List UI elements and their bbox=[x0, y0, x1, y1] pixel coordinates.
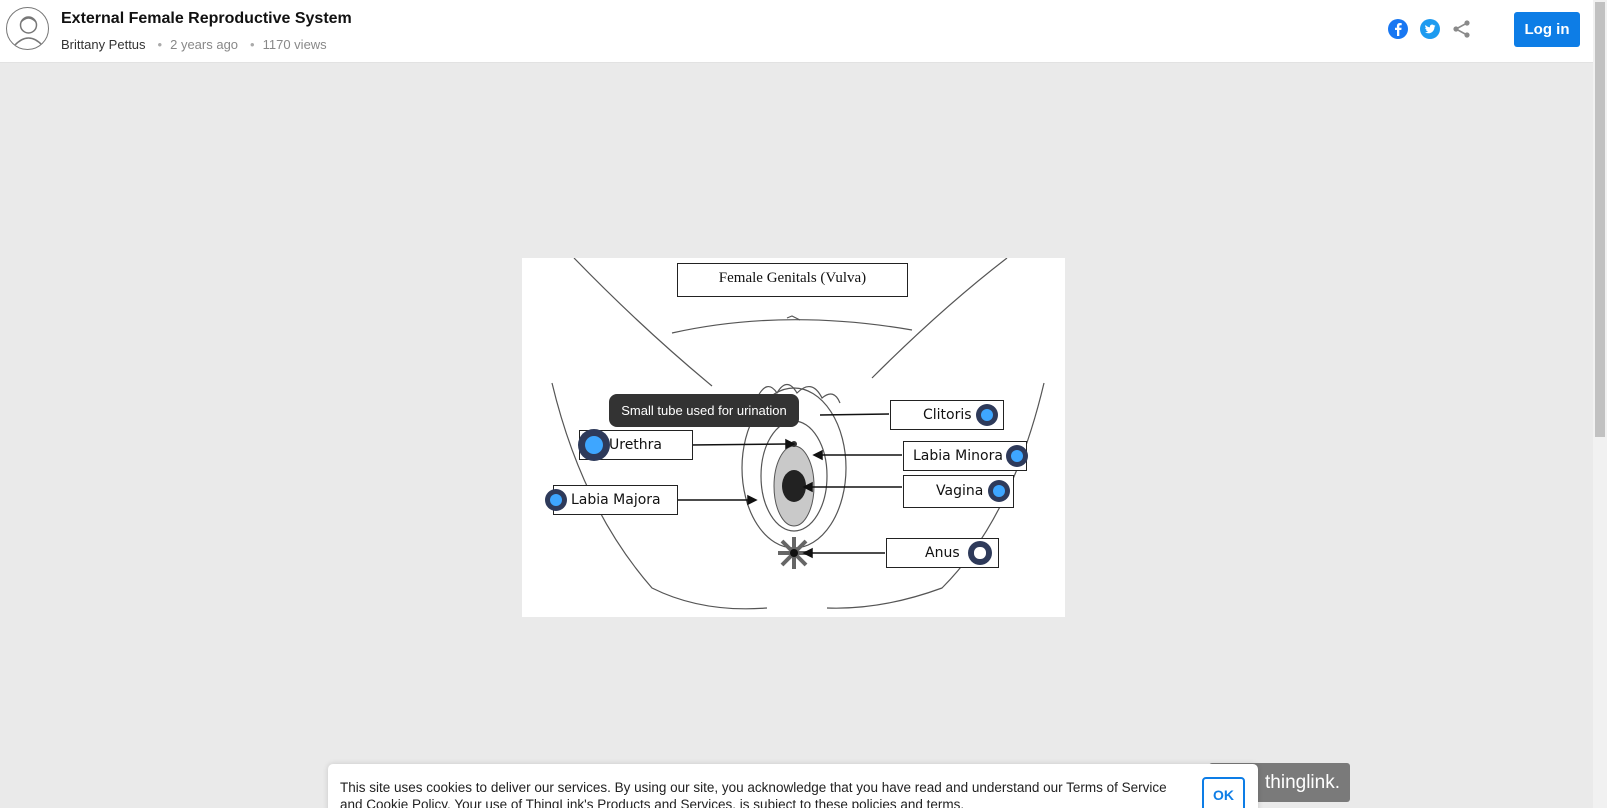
hotspot-labia-minora-icon[interactable] bbox=[1006, 445, 1028, 467]
twitter-icon[interactable] bbox=[1419, 18, 1441, 40]
share-toolbar bbox=[1387, 18, 1473, 40]
author-link[interactable]: Brittany Pettus bbox=[61, 37, 146, 52]
page-scrollbar[interactable] bbox=[1593, 0, 1607, 808]
hotspot-clitoris-icon[interactable] bbox=[976, 404, 998, 426]
cookie-notice-text: This site uses cookies to deliver our se… bbox=[340, 780, 1167, 808]
page-header: External Female Reproductive System Brit… bbox=[0, 0, 1593, 63]
view-count: 1170 views bbox=[262, 37, 327, 52]
cookie-ok-button[interactable]: OK bbox=[1202, 777, 1245, 808]
hotspot-labia-majora-icon[interactable] bbox=[545, 489, 567, 511]
label-vagina: Vagina bbox=[903, 475, 1014, 508]
label-labia-majora: Labia Majora bbox=[553, 485, 678, 515]
diagram-image: Female Genitals (Vulva) Clitoris Urethra… bbox=[522, 258, 1065, 617]
share-icon[interactable] bbox=[1451, 18, 1473, 40]
cookie-banner: This site uses cookies to deliver our se… bbox=[328, 764, 1258, 808]
hotspot-urethra-icon[interactable] bbox=[578, 429, 610, 461]
login-button[interactable]: Log in bbox=[1514, 12, 1580, 47]
scrollbar-thumb[interactable] bbox=[1595, 2, 1605, 437]
facebook-icon[interactable] bbox=[1387, 18, 1409, 40]
post-meta: Brittany Pettus•2 years ago•1170 views bbox=[61, 37, 327, 52]
hotspot-anus-icon[interactable] bbox=[968, 541, 992, 565]
user-avatar-icon[interactable] bbox=[6, 7, 49, 50]
diagram-title: Female Genitals (Vulva) bbox=[677, 263, 908, 297]
post-age: 2 years ago bbox=[170, 37, 239, 52]
hotspot-tooltip: Small tube used for urination bbox=[609, 394, 799, 427]
hotspot-vagina-icon[interactable] bbox=[988, 480, 1010, 502]
page-title: External Female Reproductive System bbox=[61, 10, 352, 27]
